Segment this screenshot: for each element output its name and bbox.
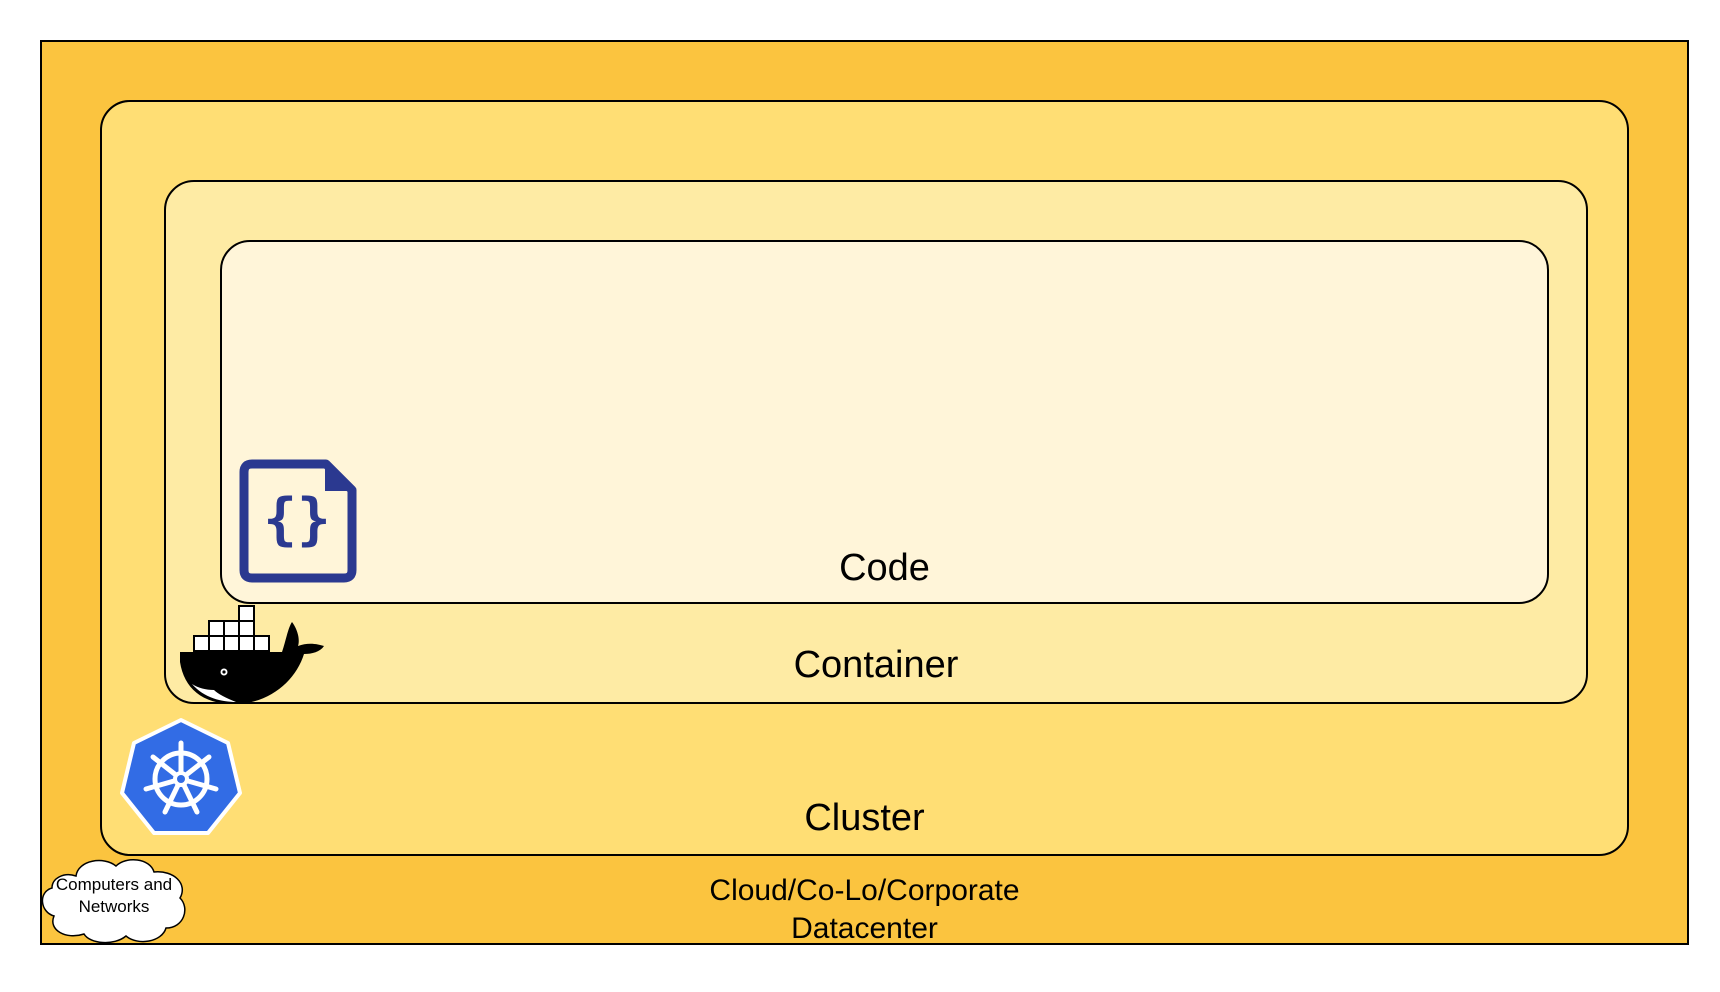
cloud-icon [41, 859, 186, 944]
docker-whale-icon [180, 605, 324, 704]
kubernetes-helm-icon [120, 718, 242, 835]
container-label: Container [793, 644, 959, 686]
code-file-icon: {} [239, 459, 357, 583]
code-layer: Code [220, 240, 1549, 604]
code-label: Code [839, 547, 930, 589]
cluster-label: Cluster [804, 797, 925, 839]
cloud-label: Computers and Networks [55, 875, 173, 916]
datacenter-label: Cloud/Co-Lo/Corporate Datacenter [709, 874, 1020, 945]
svg-text:{}: {} [263, 487, 330, 552]
